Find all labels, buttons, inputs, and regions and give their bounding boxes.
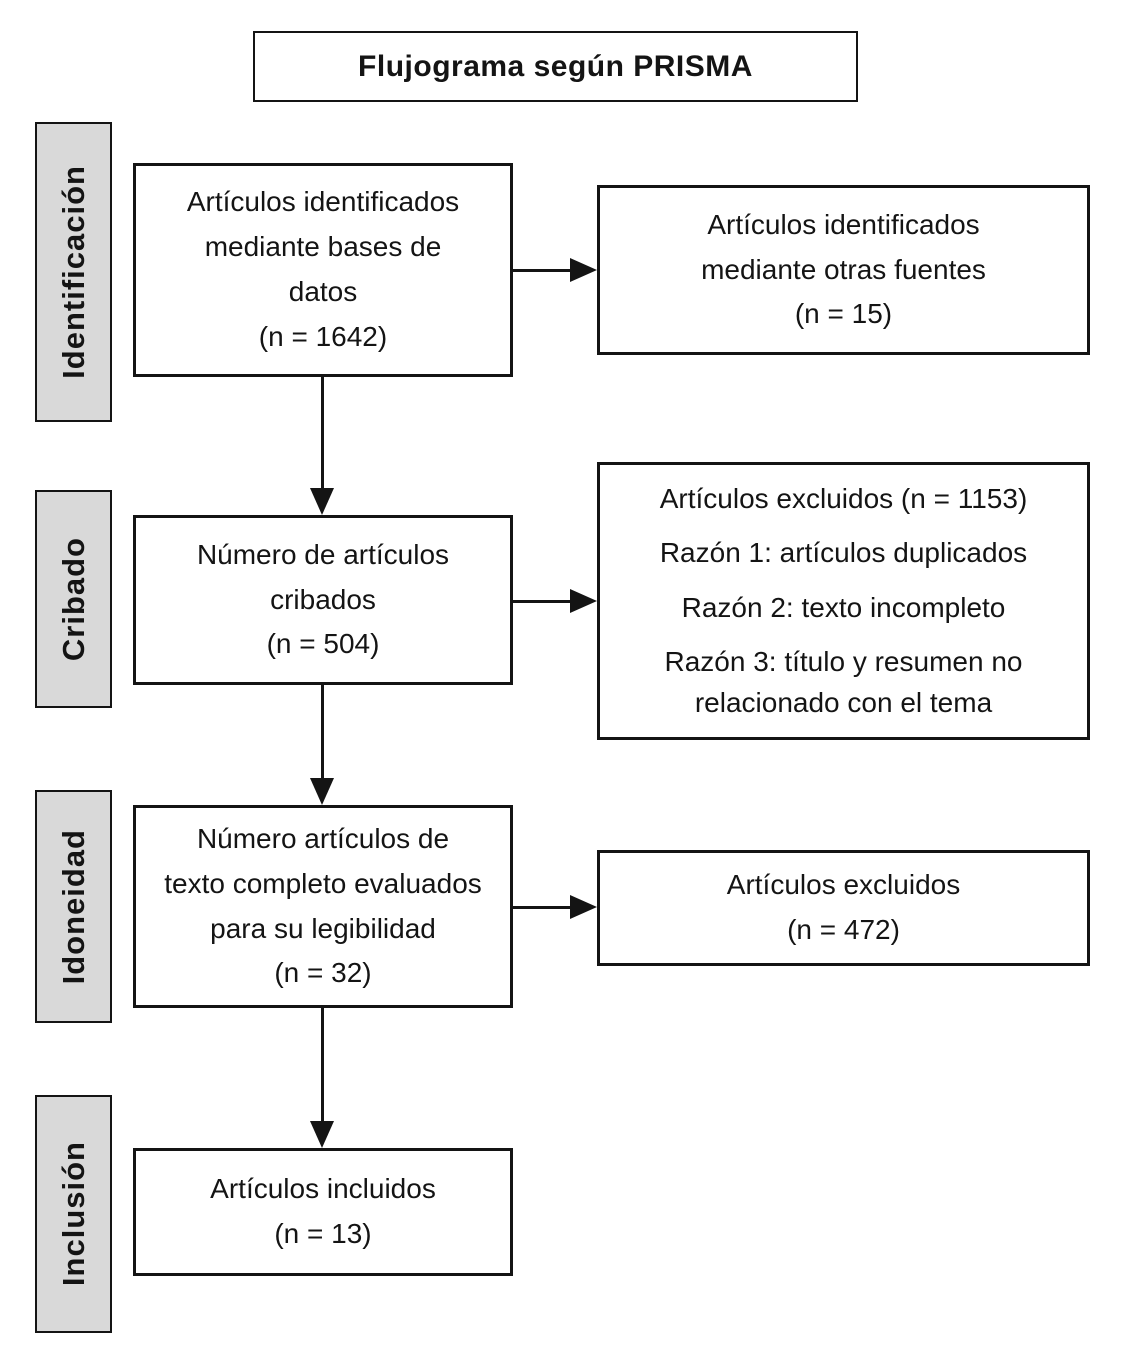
box-text-line: Artículos identificados xyxy=(186,186,460,218)
box-text-line: cribados xyxy=(270,583,376,615)
box-count-line: (n = 32) xyxy=(274,957,372,989)
box-excluded-fulltext: Artículos excluidos (n = 472) xyxy=(597,850,1090,966)
box-reason-line: Razón 1: artículos duplicados xyxy=(659,537,1028,569)
arrow-down-eligibility-line xyxy=(321,1008,324,1121)
box-text-line: Número de artículos xyxy=(196,538,450,570)
box-text-line: Número artículos de xyxy=(196,822,450,854)
arrow-down-screening-head-icon xyxy=(310,778,334,805)
box-text-line: datos xyxy=(288,276,358,307)
box-reason-line: Razón 3: título y resumen no relacionado… xyxy=(664,646,1023,718)
arrow-down-identification-head-icon xyxy=(310,488,334,515)
box-count-line: (n = 472) xyxy=(787,914,900,945)
stage-bar-eligibility: Idoneidad xyxy=(35,790,112,1023)
box-count-line: (n = 504) xyxy=(266,628,380,660)
box-count-line: (n = 1642) xyxy=(258,320,388,352)
box-text-line: Artículos excluidos xyxy=(726,869,961,901)
box-count-line: (n = 15) xyxy=(794,298,893,330)
title-box: Flujograma según PRISMA xyxy=(253,31,858,102)
arrow-down-screening-line xyxy=(321,685,324,778)
stage-label-inclusion: Inclusión xyxy=(55,1141,91,1287)
box-reason-line: Razón 2: texto incompleto xyxy=(681,591,1006,623)
box-screened: Número de artículos cribados (n = 504) xyxy=(133,515,513,685)
box-included: Artículos incluidos (n = 13) xyxy=(133,1148,513,1276)
box-text-line: mediante bases de xyxy=(204,231,442,263)
box-text-line: texto completo evaluados xyxy=(164,867,482,899)
stage-label-eligibility: Idoneidad xyxy=(55,828,91,985)
arrow-right-other-sources-head-icon xyxy=(570,258,597,282)
stage-label-identification: Identificación xyxy=(55,165,91,379)
stage-bar-inclusion: Inclusión xyxy=(35,1095,112,1333)
stage-bar-identification: Identificación xyxy=(35,122,112,422)
box-identified-databases: Artículos identificados mediante bases d… xyxy=(133,163,513,377)
box-fulltext-assessed: Número artículos de texto completo evalu… xyxy=(133,805,513,1008)
box-excluded-screening: Artículos excluidos (n = 1153) Razón 1: … xyxy=(597,462,1090,740)
arrow-right-excluded-screening-head-icon xyxy=(570,589,597,613)
box-text-line: para su legibilidad xyxy=(210,912,436,944)
arrow-right-excluded-fulltext-line xyxy=(513,906,571,909)
box-count-line: Artículos excluidos (n = 1153) xyxy=(659,482,1028,514)
arrow-down-identification-line xyxy=(321,377,324,489)
box-text-line: Artículos incluidos xyxy=(210,1173,436,1205)
arrow-right-excluded-fulltext-head-icon xyxy=(570,895,597,919)
box-text-line: mediante otras fuentes xyxy=(701,253,986,285)
stage-label-screening: Cribado xyxy=(55,536,91,662)
box-text-line: Artículos identificados xyxy=(707,208,980,240)
box-identified-other-sources: Artículos identificados mediante otras f… xyxy=(597,185,1090,355)
stage-bar-screening: Cribado xyxy=(35,490,112,708)
arrow-right-excluded-screening-line xyxy=(513,600,571,603)
box-count-line: (n = 13) xyxy=(274,1218,372,1249)
arrow-right-other-sources-line xyxy=(513,269,571,272)
arrow-down-eligibility-head-icon xyxy=(310,1121,334,1148)
diagram-title: Flujograma según PRISMA xyxy=(358,49,753,83)
